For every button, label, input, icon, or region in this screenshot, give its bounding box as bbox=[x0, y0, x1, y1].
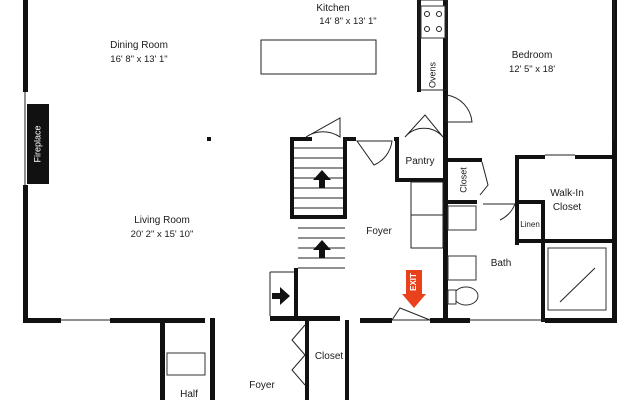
wall-stair-top-left bbox=[290, 137, 312, 141]
pantry-label: Pantry bbox=[406, 156, 435, 167]
cabinet bbox=[410, 214, 444, 249]
foyer-main-name: Foyer bbox=[366, 226, 392, 237]
walkin-name-line2: Closet bbox=[553, 202, 582, 213]
wall-right bbox=[612, 0, 617, 322]
toilet-icon bbox=[453, 286, 479, 306]
living-dims: 20' 2" x 15' 10" bbox=[131, 229, 194, 240]
wall-closet-top bbox=[447, 158, 482, 162]
dining-dims: 16' 8" x 13' 1" bbox=[110, 54, 167, 65]
bedroom-name: Bedroom bbox=[512, 50, 553, 61]
wall-left-upper bbox=[23, 0, 28, 92]
support-column bbox=[207, 137, 211, 141]
stair-up-arrow-icon bbox=[313, 240, 331, 258]
exit-arrow-icon bbox=[402, 294, 426, 308]
wall-stair-right bbox=[343, 137, 347, 219]
wall-lower-closet-left bbox=[305, 320, 309, 400]
exit-sign: EXIT bbox=[402, 270, 426, 308]
kitchen-dims: 14' 8" x 13' 1" bbox=[319, 16, 376, 27]
door-swing bbox=[305, 117, 341, 138]
closet-vertical-label: Closet bbox=[458, 167, 468, 193]
stair-up-arrow-icon bbox=[313, 170, 331, 188]
wall-foyer-bottom-left bbox=[270, 316, 340, 321]
sink-icon bbox=[166, 352, 206, 376]
burner-icon bbox=[424, 26, 430, 32]
kitchen-island bbox=[260, 39, 377, 75]
wall-stair-mid bbox=[290, 215, 345, 219]
door-swing bbox=[356, 140, 393, 166]
wall-bath-bottom-c bbox=[545, 318, 617, 323]
stove bbox=[420, 5, 446, 39]
toilet-tank bbox=[447, 289, 457, 305]
half-name: Half bbox=[180, 389, 198, 400]
wall-kitchen-bottom bbox=[346, 137, 356, 141]
walls bbox=[23, 0, 617, 400]
wall-bath-bottom-b bbox=[430, 318, 470, 323]
sink-icon bbox=[447, 255, 477, 281]
burner-icon bbox=[436, 11, 442, 17]
wall-walkin-top-left bbox=[515, 155, 545, 159]
ovens-label: Ovens bbox=[427, 61, 437, 88]
exit-label: EXIT bbox=[409, 273, 418, 291]
kitchen-name: Kitchen bbox=[316, 3, 349, 14]
wall-stair-left bbox=[290, 137, 294, 219]
linen-label: Linen bbox=[520, 220, 540, 229]
shower-icon bbox=[547, 247, 607, 311]
wall-bath-bottom-a bbox=[360, 318, 392, 323]
wall-living-bottom-mid bbox=[110, 318, 205, 323]
door-swing bbox=[446, 94, 473, 123]
closet-lower-label: Closet bbox=[315, 351, 344, 362]
wall-shower-left bbox=[541, 243, 545, 322]
burner-icon bbox=[436, 26, 442, 32]
bath-name: Bath bbox=[491, 258, 512, 269]
walkin-name-line1: Walk-In bbox=[550, 188, 584, 199]
wall-linen-top bbox=[517, 200, 543, 204]
wall-stair-lower-left bbox=[294, 268, 298, 320]
wall-half-left bbox=[160, 318, 165, 400]
foyer-lower-name: Foyer bbox=[249, 380, 275, 391]
shower-line bbox=[559, 267, 596, 303]
wall-closet-bottom bbox=[447, 200, 477, 204]
fireplace-label: Fireplace bbox=[32, 125, 42, 162]
fireplace bbox=[27, 104, 49, 184]
sink-icon bbox=[447, 205, 477, 231]
dining-name: Dining Room bbox=[110, 40, 168, 51]
stair-right-arrow-icon bbox=[272, 287, 290, 305]
door-swing bbox=[291, 324, 306, 386]
labels: Kitchen 14' 8" x 13' 1" Dining Room 16' … bbox=[32, 3, 583, 400]
details bbox=[24, 0, 615, 386]
wall-living-bottom-left bbox=[23, 318, 61, 323]
wall-lower-closet-right bbox=[345, 320, 349, 400]
wall-linen-right bbox=[541, 200, 545, 243]
bedroom-dims: 12' 5" x 18' bbox=[509, 64, 555, 75]
door-swing bbox=[404, 114, 444, 138]
door-swing bbox=[391, 307, 431, 321]
door-swing bbox=[479, 161, 489, 196]
wall-half-right bbox=[210, 318, 215, 400]
wall-left-lower bbox=[23, 185, 28, 323]
exit-sign-box bbox=[406, 270, 422, 294]
kitchen-counter bbox=[418, 0, 448, 91]
wall-central bbox=[443, 0, 448, 322]
door-swing bbox=[483, 203, 516, 221]
wall-walkin-bottom bbox=[515, 239, 615, 243]
wall-pantry-bottom bbox=[395, 178, 447, 182]
wall-pantry-left bbox=[395, 137, 399, 181]
cabinet bbox=[410, 181, 444, 216]
wall-walkin-top-right bbox=[575, 155, 615, 159]
living-name: Living Room bbox=[134, 215, 190, 226]
burner-icon bbox=[424, 11, 430, 17]
